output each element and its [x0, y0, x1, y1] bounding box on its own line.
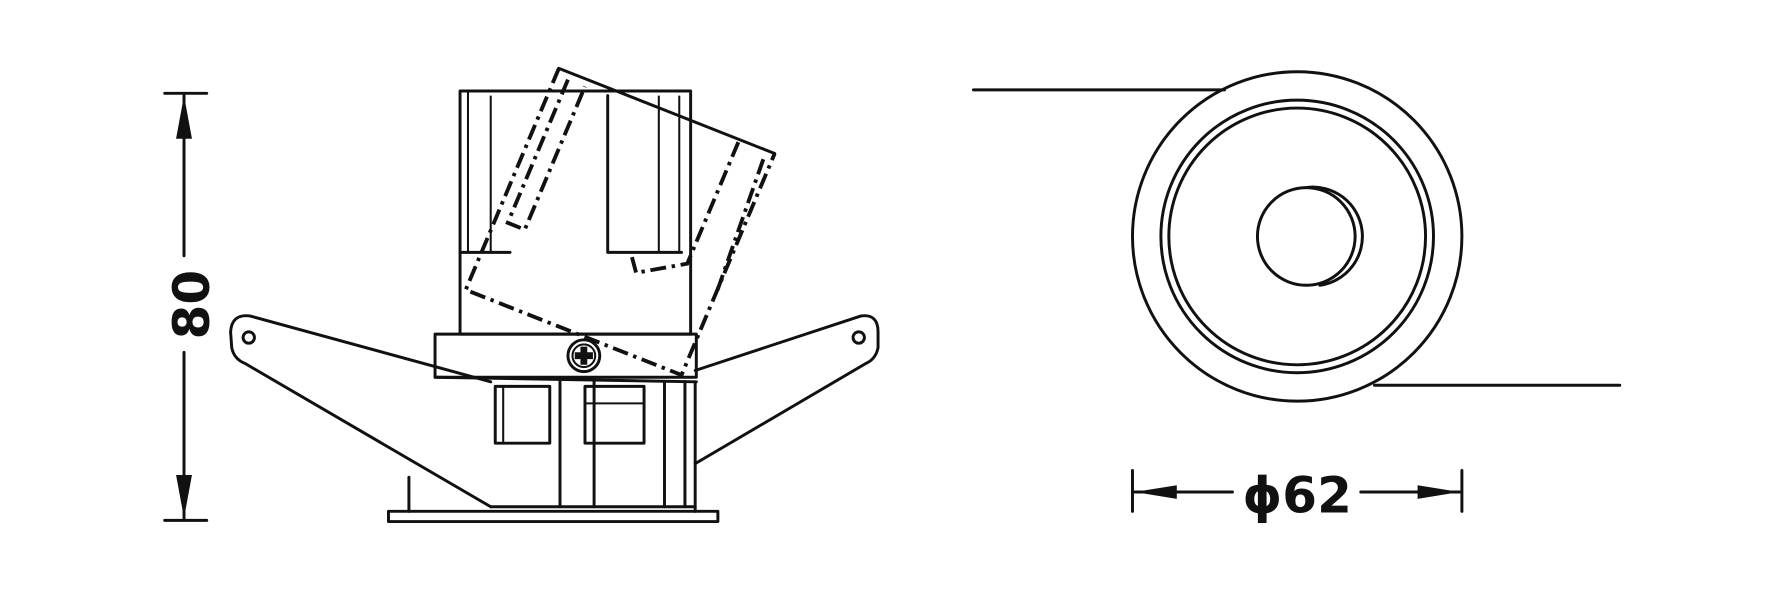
screw-icon	[574, 346, 593, 365]
diameter-dimension: ϕ62	[1131, 466, 1464, 524]
height-dimension: 80	[163, 91, 221, 522]
side-view	[229, 66, 880, 524]
height-label: 80	[163, 270, 221, 340]
arrow-right-icon	[1417, 485, 1460, 499]
arrow-down-icon	[176, 474, 192, 519]
front-view	[971, 70, 1622, 403]
arrow-up-icon	[176, 95, 192, 139]
diameter-label: ϕ62	[1243, 466, 1352, 524]
arrow-left-icon	[1134, 485, 1177, 499]
